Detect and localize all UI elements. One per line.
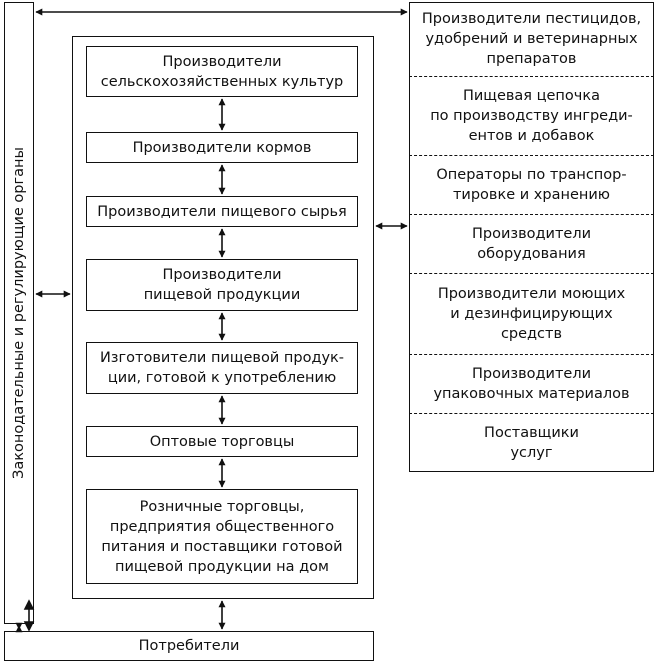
supplier-pesticides: Производители пестицидов, удобрений и ве…	[421, 11, 642, 67]
chain-label-food-producers: Производители пищевой продукции	[143, 267, 301, 303]
chain-box-raw	[86, 196, 358, 227]
supplier-ingredients: Пищевая цепочка по производству ингреди-…	[430, 88, 633, 144]
suppliers-panel	[409, 2, 654, 472]
consumers-label: Потребители	[138, 638, 240, 654]
chain-box-crops	[86, 46, 358, 97]
chain-box-food-producers	[86, 259, 358, 311]
supplier-divider	[409, 76, 654, 77]
consumers-box	[4, 631, 374, 661]
chain-box-retail	[86, 489, 358, 584]
regulators-box	[4, 2, 34, 624]
supplier-packaging: Производители упаковочных материалов	[433, 366, 630, 402]
supplier-divider	[409, 273, 654, 274]
supplier-divider	[409, 155, 654, 156]
supplier-transport: Операторы по транспор- тировке и хранени…	[436, 167, 627, 203]
supplier-detergents: Производители моющих и дезинфицирующих с…	[437, 286, 626, 342]
chain-label-crops: Производители сельскохозяйственных культ…	[100, 53, 344, 90]
chain-label-wholesale: Оптовые торговцы	[149, 433, 295, 450]
chain-label-ready-food: Изготовители пищевой продук- ции, готово…	[99, 350, 345, 386]
supplier-divider	[409, 413, 654, 414]
supplier-services: Поставщики услуг	[484, 425, 579, 461]
chain-box-feed	[86, 132, 358, 163]
chain-box-wholesale	[86, 426, 358, 457]
chain-label-retail: Розничные торговцы, предприятия обществе…	[101, 498, 343, 575]
chain-label-raw: Производители пищевого сырья	[97, 203, 347, 220]
chain-box-ready-food	[86, 342, 358, 394]
supplier-divider	[409, 354, 654, 355]
supplier-divider	[409, 214, 654, 215]
chain-label-feed: Производители кормов	[132, 139, 312, 156]
supplier-equipment: Производители оборудования	[471, 226, 592, 262]
